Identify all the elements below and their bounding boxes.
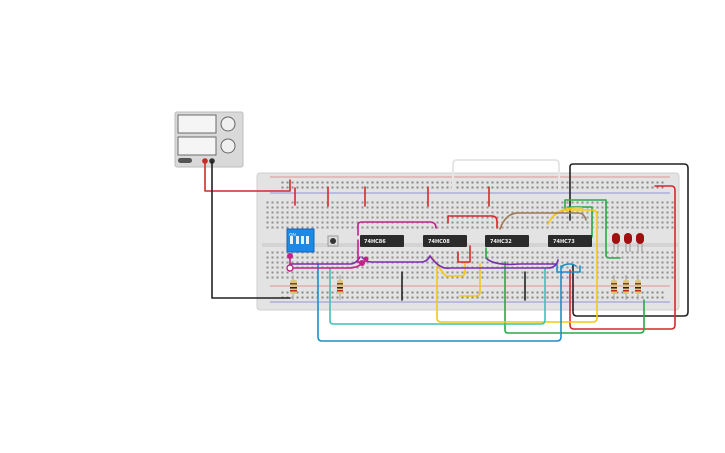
wire-yellow-3[interactable]	[459, 263, 481, 297]
ic-chip-4[interactable]: 74HC73	[548, 235, 592, 247]
wire-blue-chip[interactable]	[561, 263, 577, 267]
dip-toggle-0[interactable]	[290, 236, 293, 244]
wire-blue-long[interactable]	[317, 263, 562, 342]
led-2[interactable]	[624, 233, 632, 252]
wire-teal[interactable]	[329, 267, 546, 325]
wire-magenta-2[interactable]	[357, 221, 437, 236]
led-3[interactable]	[636, 233, 644, 252]
wire-brown[interactable]	[499, 212, 587, 230]
wire-yellow-2[interactable]	[432, 257, 466, 277]
wire-blue-right[interactable]	[556, 263, 581, 273]
ic-chip-3[interactable]: 74HC32	[485, 235, 529, 247]
resistor-2[interactable]	[337, 275, 343, 300]
ic-chip-3-label: 74HC32	[490, 239, 512, 245]
wire-red-right-loop[interactable]	[569, 185, 676, 330]
wire-green-led-2[interactable]	[567, 206, 593, 238]
dip-switch[interactable]: ON	[286, 228, 315, 253]
wire-black-right[interactable]	[569, 163, 689, 317]
wire-yellow-top[interactable]	[547, 207, 583, 225]
wire-red-chip-1[interactable]	[447, 215, 498, 229]
dip-toggle-1[interactable]	[296, 236, 299, 244]
power-supply[interactable]	[174, 111, 244, 168]
wire-purple-1[interactable]	[289, 256, 361, 265]
wire-green-led[interactable]	[564, 199, 621, 259]
resistor-4[interactable]	[623, 275, 629, 300]
wire-yellow-bottom[interactable]	[436, 209, 598, 323]
ic-chip-2-label: 74HC08	[428, 239, 450, 245]
voltage-display	[177, 114, 217, 134]
ic-chip-4-label: 74HC73	[553, 239, 575, 245]
push-button[interactable]	[327, 235, 339, 247]
resistor-1[interactable]	[290, 275, 297, 300]
wire-junctions	[286, 253, 369, 272]
dip-toggle-3[interactable]	[306, 236, 309, 244]
resistor-5[interactable]	[635, 275, 641, 300]
wire-red-chip-2[interactable]	[457, 245, 471, 263]
wire-green-right[interactable]	[504, 261, 645, 334]
dip-switch-label: ON	[289, 232, 296, 237]
current-display	[177, 136, 217, 156]
wire-red-supply[interactable]	[204, 160, 291, 192]
led-1[interactable]	[612, 233, 620, 252]
wire-purple-4[interactable]	[485, 257, 557, 266]
ic-chip-2[interactable]: 74HC08	[423, 235, 467, 247]
power-switch[interactable]	[178, 158, 192, 163]
wire-black-supply[interactable]	[211, 160, 291, 299]
ic-chip-1-label: 74HC86	[364, 239, 386, 245]
resistor-3[interactable]	[611, 275, 617, 300]
ic-chip-1[interactable]: 74HC86	[360, 235, 404, 247]
wire-white-top[interactable]	[452, 159, 560, 189]
voltage-knob[interactable]	[220, 116, 236, 132]
current-knob[interactable]	[220, 138, 236, 154]
dip-toggle-2[interactable]	[301, 236, 304, 244]
